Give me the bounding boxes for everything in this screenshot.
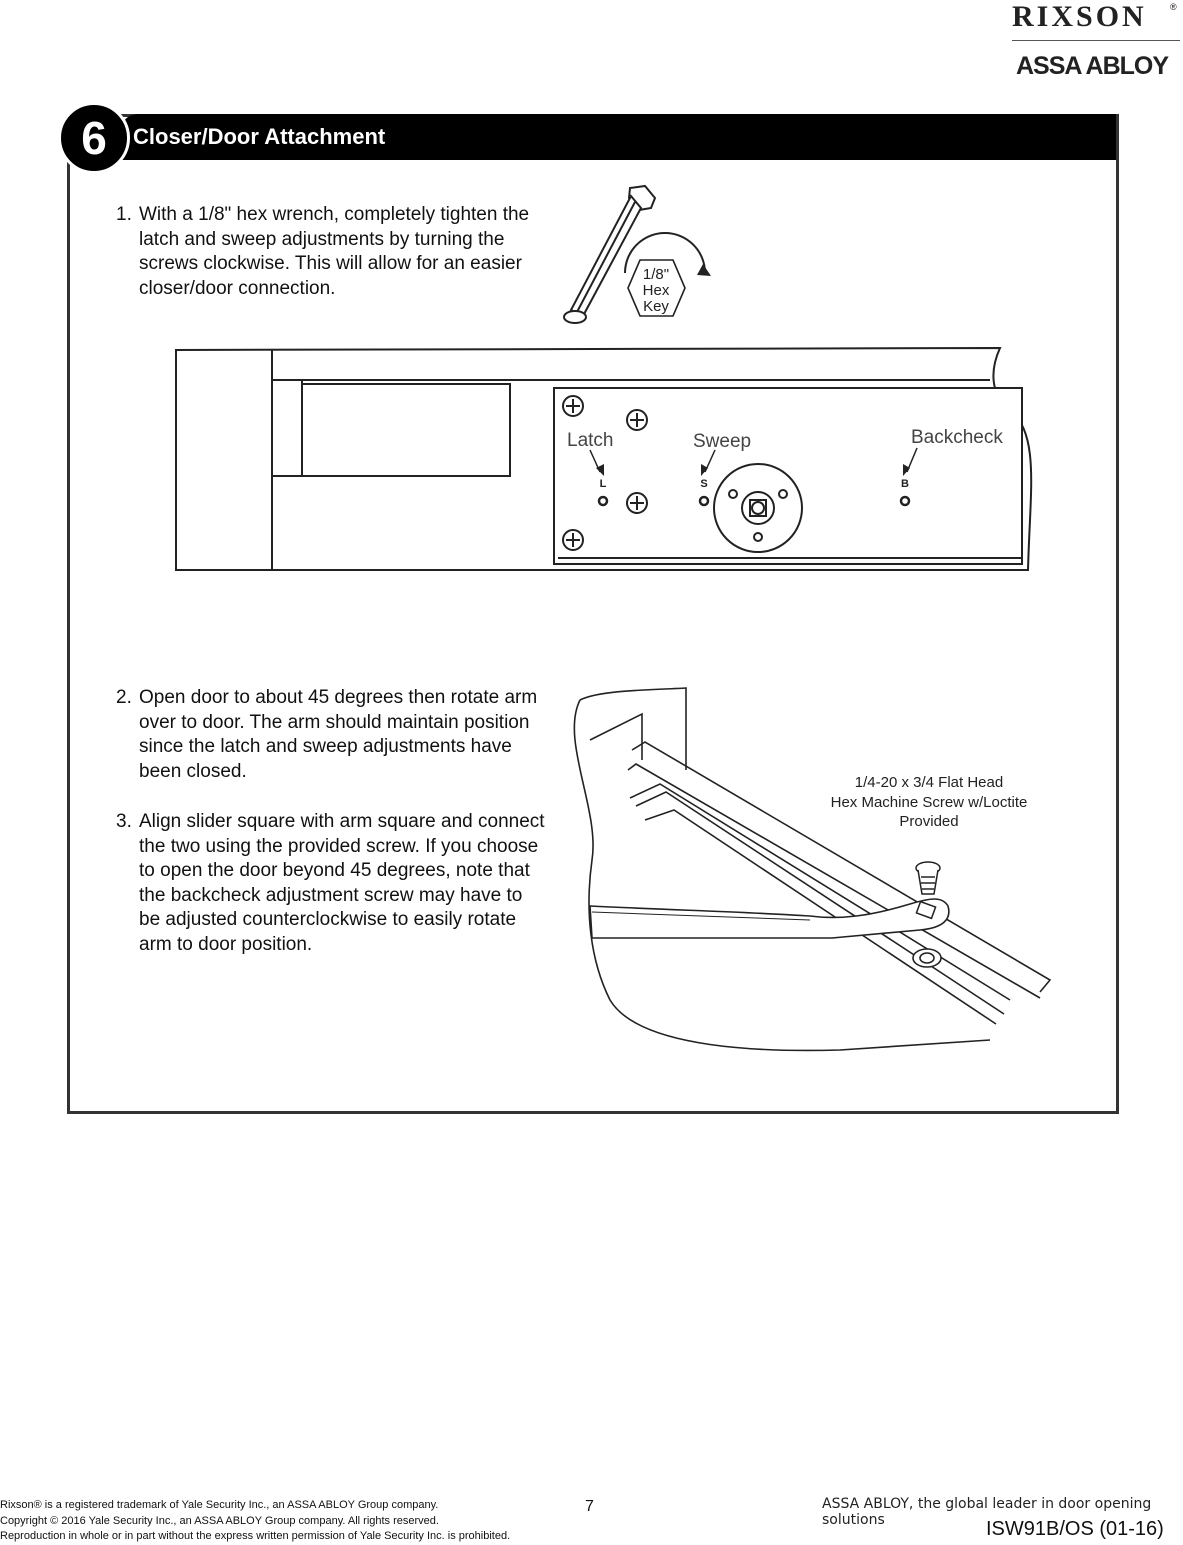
instruction-3: 3. Align slider square with arm square a… xyxy=(116,810,546,957)
sweep-letter: S xyxy=(700,478,707,490)
instruction-number: 3. xyxy=(116,811,132,832)
screw-callout-1: 1/4-20 x 3/4 Flat Head xyxy=(855,774,1003,791)
sweep-label: Sweep xyxy=(693,431,751,452)
backcheck-valve-icon xyxy=(899,495,911,507)
phillips-screw-icon xyxy=(626,409,648,431)
sweep-valve-icon xyxy=(698,495,710,507)
instruction-2: 2. Open door to about 45 degrees then ro… xyxy=(116,686,546,784)
legal-notice: Rixson® is a registered trademark of Yal… xyxy=(0,1498,510,1545)
pivot-icon xyxy=(713,463,803,553)
backcheck-letter: B xyxy=(901,478,909,490)
closer-adjustment-figure: L S B Latch Sweep Backcheck xyxy=(175,346,1033,571)
instruction-number: 2. xyxy=(116,687,132,708)
screw-callout-2: Hex Machine Screw w/Loctite xyxy=(831,794,1028,811)
hex-outline xyxy=(627,259,686,317)
phillips-screw-icon xyxy=(562,529,584,551)
phillips-screw-icon xyxy=(562,395,584,417)
flat-head-screw-icon xyxy=(915,861,941,895)
instruction-text: Align slider square with arm square and … xyxy=(139,811,545,955)
instruction-1: 1. With a 1/8" hex wrench, completely ti… xyxy=(116,203,546,301)
latch-letter: L xyxy=(600,478,607,490)
latch-label: Latch xyxy=(567,430,613,451)
registered-mark: ® xyxy=(1170,2,1177,12)
hex-label-2: Hex xyxy=(643,282,670,299)
instruction-number: 1. xyxy=(116,204,132,225)
document-code: ISW91B/OS (01-16) xyxy=(986,1518,1164,1540)
hex-label-1: 1/8" xyxy=(643,266,669,283)
section-header-bar xyxy=(120,114,1116,160)
assa-abloy-logo: ASSA ABLOY xyxy=(1016,52,1169,80)
footer-tagline: ASSA ABLOY, the global leader in door op… xyxy=(822,1496,1152,1528)
logo-divider xyxy=(1012,40,1180,41)
legal-line: Copyright © 2016 Yale Security Inc., an … xyxy=(0,1514,439,1527)
backcheck-label: Backcheck xyxy=(911,427,1003,448)
slider-nut-icon xyxy=(912,948,942,968)
legal-line: Reproduction in whole or in part without… xyxy=(0,1530,511,1542)
clockwise-arrow-icon xyxy=(624,232,706,274)
rixson-logo: RIXSON xyxy=(1012,0,1147,33)
latch-valve-icon xyxy=(597,495,609,507)
page-number: 7 xyxy=(585,1498,594,1515)
legal-line: Rixson® is a registered trademark of Yal… xyxy=(0,1499,439,1511)
instruction-text: Open door to about 45 degrees then rotat… xyxy=(139,687,538,782)
section-title: Closer/Door Attachment xyxy=(133,124,386,149)
screw-callout-3: Provided xyxy=(899,813,958,830)
hex-key-figure: 1/8" Hex Key xyxy=(563,184,711,324)
hex-label-3: Key xyxy=(643,298,669,315)
instruction-text: With a 1/8" hex wrench, completely tight… xyxy=(139,204,530,299)
hex-key-icon xyxy=(563,184,657,324)
arm-slider-figure: 1/4-20 x 3/4 Flat Head Hex Machine Screw… xyxy=(573,687,1052,1052)
step-number-badge: 6 xyxy=(58,102,130,174)
phillips-screw-icon xyxy=(626,492,648,514)
